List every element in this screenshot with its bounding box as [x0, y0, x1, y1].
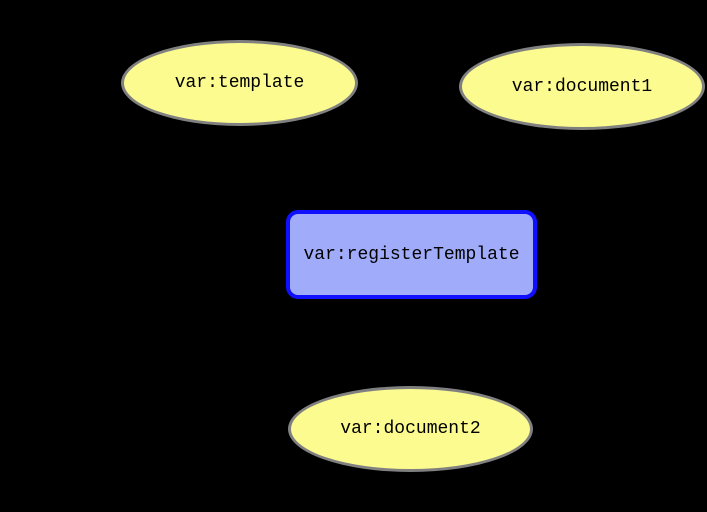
node-var-template: var:template: [121, 40, 358, 126]
node-label: var:document1: [511, 76, 653, 97]
node-label: var:document2: [340, 419, 481, 439]
node-var-register-template: var:registerTemplate: [286, 210, 537, 299]
node-var-document1: var:document1: [459, 43, 705, 130]
node-label: var:template: [174, 73, 305, 93]
node-label: var:registerTemplate: [303, 244, 520, 265]
node-var-document2: var:document2: [288, 386, 533, 472]
